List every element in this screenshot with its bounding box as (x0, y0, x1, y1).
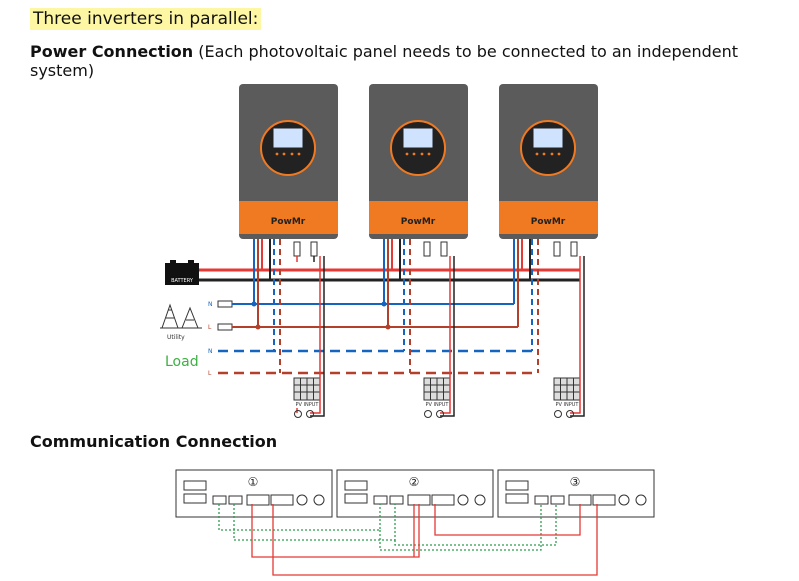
utility-l-terminal (217, 323, 233, 331)
inverter-2 (368, 83, 469, 240)
utility-n-terminal (217, 300, 233, 308)
load-label: Load (165, 354, 199, 370)
unit-number-3: ③ (570, 475, 581, 489)
unit-number-1: ① (248, 475, 259, 489)
utility-n-label: N (208, 301, 213, 308)
battery-label: BATTERY (171, 278, 194, 284)
communication-title: Communication Connection (30, 432, 278, 451)
power-note: (Each photovoltaic panel needs to be con… (30, 42, 739, 80)
utility-label: Utility (167, 334, 185, 341)
power-connection-title: Power Connection (Each photovoltaic pane… (30, 42, 799, 80)
pv-panel-3 (553, 377, 581, 401)
parallel-comm-cables (251, 504, 598, 576)
inverter-3 (498, 83, 599, 240)
brand-logo-1: PowMr (271, 217, 306, 227)
brand-logo-2: PowMr (401, 217, 436, 227)
unit-number-2: ② (409, 475, 420, 489)
load-l-label: L (208, 370, 212, 377)
heading: Three inverters in parallel: (30, 8, 262, 30)
load-n-label: N (208, 348, 213, 355)
pv-panel-2 (423, 377, 451, 401)
brand-logo-3: PowMr (531, 217, 566, 227)
power-title: Power Connection (30, 42, 194, 61)
pv-input-label-1: PV INPUT (296, 402, 320, 408)
battery-icon: BATTERY (165, 260, 199, 285)
inverter-1 (238, 83, 339, 240)
utility-l-label: L (208, 324, 212, 331)
pv-input-label-2: PV INPUT (426, 402, 450, 408)
pv-input-label-3: PV INPUT (556, 402, 580, 408)
pv-panel-1 (293, 377, 321, 401)
current-sharing-cables (218, 504, 557, 551)
utility-tower-icon (160, 303, 202, 329)
